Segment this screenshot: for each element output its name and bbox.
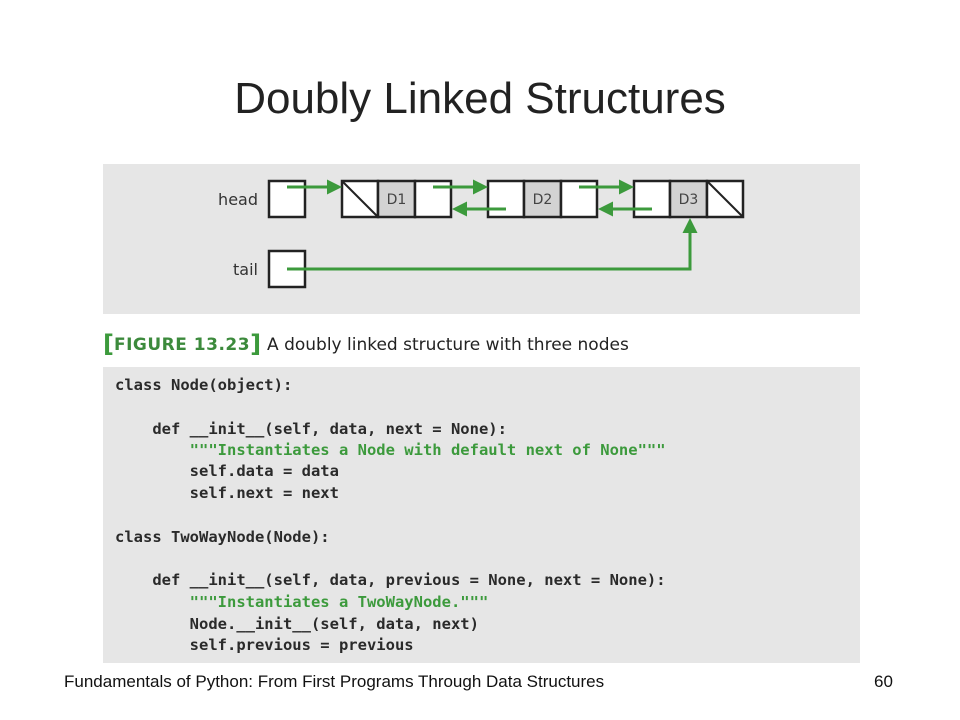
figure-caption: [FIGURE 13.23]A doubly linked structure … — [103, 330, 629, 358]
diagram-panel: head tail D1 D2 D3 — [103, 164, 860, 314]
code-line: self.previous = previous — [115, 636, 414, 654]
code-line: def __init__(self, data, next = None): — [115, 420, 507, 438]
node-d3-label: D3 — [679, 192, 699, 208]
doubly-linked-diagram: head tail D1 D2 D3 — [218, 179, 745, 289]
code-line: def __init__(self, data, previous = None… — [115, 571, 666, 589]
node-d1: D1 — [340, 179, 453, 219]
tail-arrow — [287, 218, 698, 271]
code-docstring-line: """Instantiates a TwoWayNode.""" — [115, 593, 489, 611]
node-d3: D3 — [632, 179, 745, 219]
figure-label: FIGURE 13.23 — [113, 335, 251, 355]
caption-open-bracket: [ — [103, 330, 114, 358]
page-number: 60 — [874, 672, 893, 691]
head-label: head — [218, 190, 258, 209]
code-line: self.next = next — [115, 484, 339, 502]
footer-book-title: Fundamentals of Python: From First Progr… — [64, 672, 605, 691]
caption-close-bracket: ] — [250, 330, 262, 358]
code-panel: class Node(object): def __init__(self, d… — [103, 367, 860, 663]
caption-text: A doubly linked structure with three nod… — [267, 335, 629, 355]
slide-title: Doubly Linked Structures — [234, 74, 726, 123]
code-line: class Node(object): — [115, 376, 293, 394]
node-d1-label: D1 — [387, 192, 407, 208]
node-d2: D2 — [486, 179, 599, 219]
code-line: class TwoWayNode(Node): — [115, 528, 330, 546]
node-d2-label: D2 — [533, 192, 553, 208]
code-docstring-line: """Instantiates a Node with default next… — [115, 441, 666, 459]
tail-label: tail — [233, 260, 258, 279]
code-line: Node.__init__(self, data, next) — [115, 615, 479, 633]
code-line: self.data = data — [115, 462, 339, 480]
